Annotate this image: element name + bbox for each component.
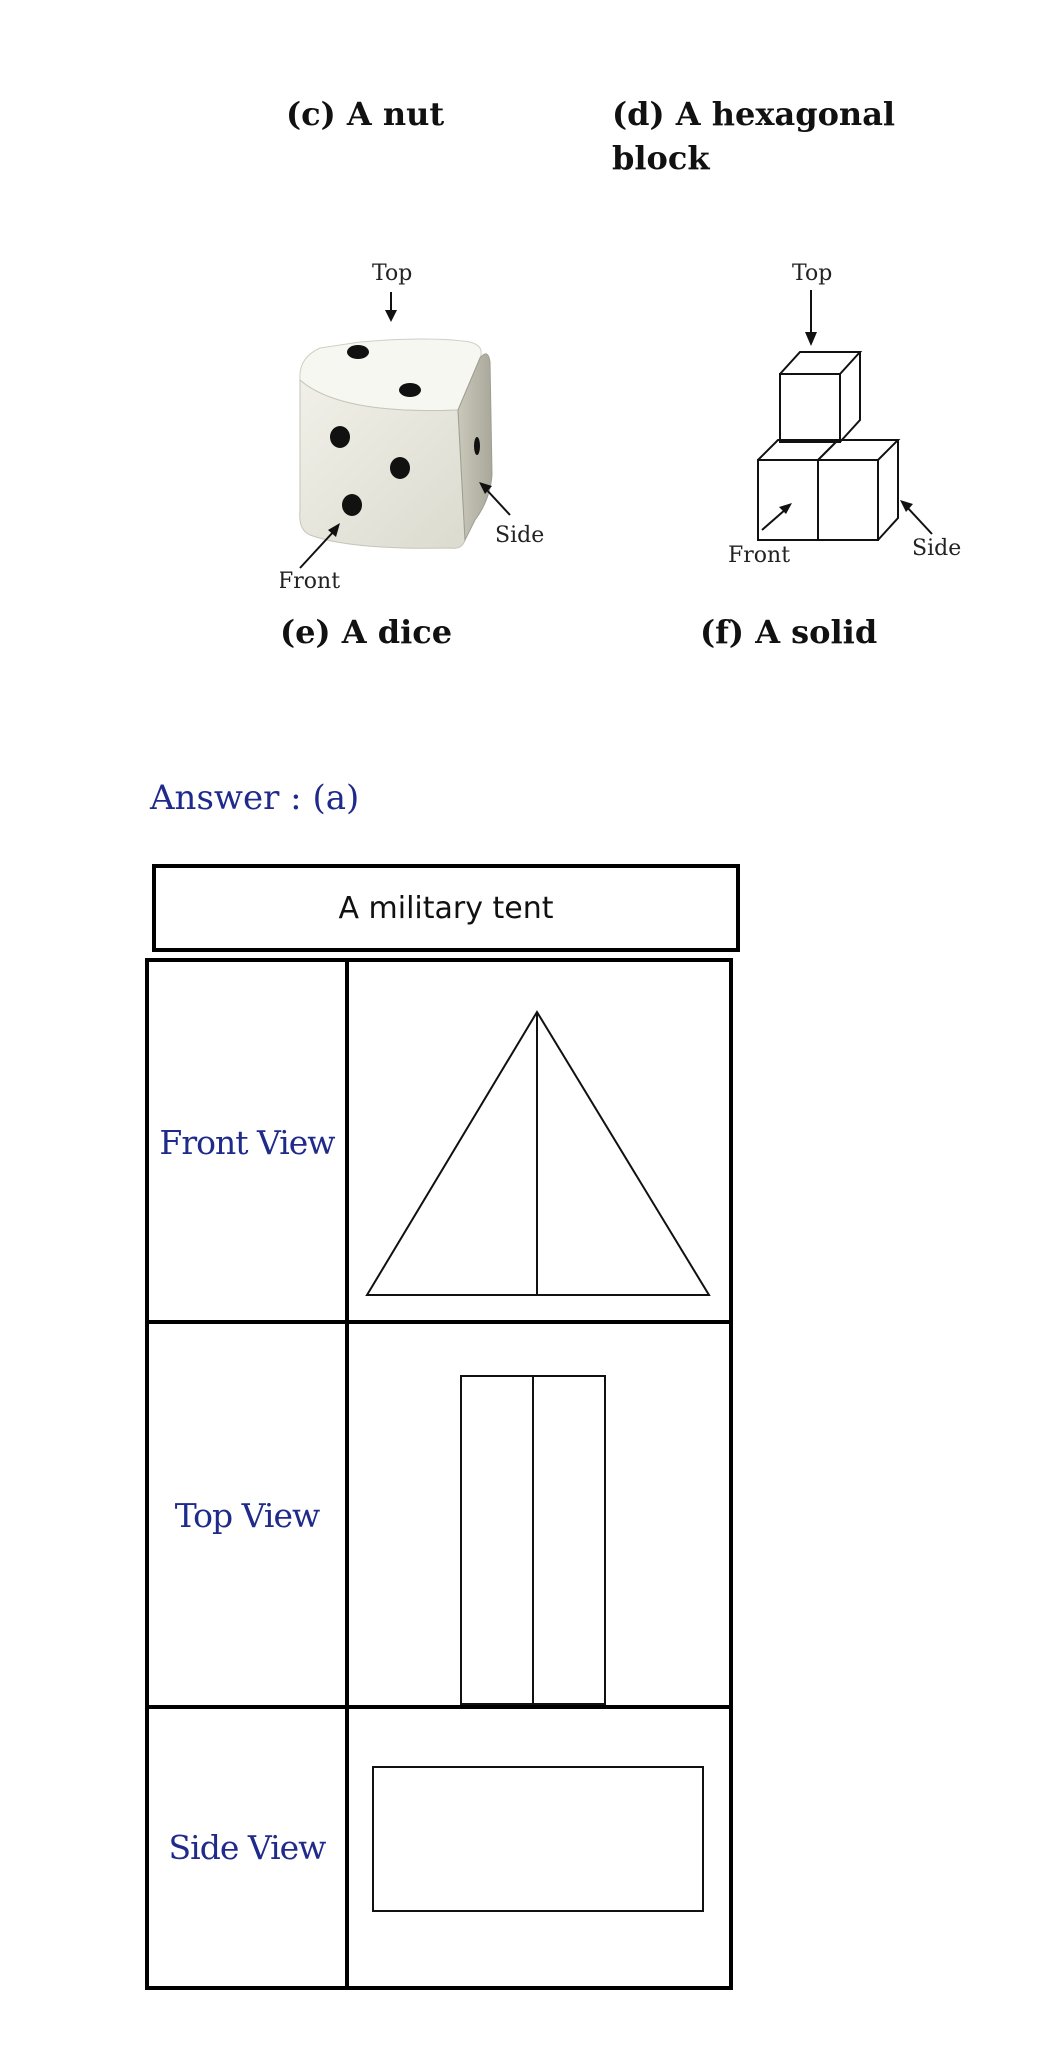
table-row-top-view: Top View — [149, 1324, 729, 1706]
row-divider — [149, 1705, 729, 1709]
side-view-label: Side View — [149, 1709, 349, 1986]
dice-pip — [347, 345, 369, 359]
solid-label-side: Side — [912, 536, 961, 561]
caption-hexagonal-block-line1: (d) A hexagonal — [612, 95, 896, 133]
front-view-triangle — [365, 1010, 711, 1296]
dice-label-top: Top — [372, 261, 412, 286]
solid-top-cube-top — [779, 351, 863, 375]
top-view-label: Top View — [149, 1324, 349, 1706]
dice-arrow-side — [484, 487, 511, 516]
row-divider — [149, 1320, 729, 1324]
solid-top-cube-side — [839, 352, 861, 443]
top-view-figure-cell — [349, 1324, 729, 1706]
solid-figure: Top Front Side — [728, 261, 961, 568]
solid-arrowhead-front — [779, 503, 792, 514]
dice-pip — [390, 457, 410, 479]
side-view-rectangle — [372, 1766, 704, 1912]
solid-bottom-mid-edge — [817, 439, 839, 461]
dice-label-front: Front — [280, 569, 340, 594]
solid-bottom-cube-left — [757, 459, 819, 541]
solid-bottom-cube-right — [817, 459, 879, 541]
dice-pip — [474, 437, 480, 455]
solid-label-top: Top — [792, 261, 832, 286]
views-table: Front View Top View Side View — [145, 958, 733, 1990]
dice-pip — [330, 426, 350, 448]
caption-hexagonal-block: (d) A hexagonal block — [612, 92, 895, 180]
table-title: A military tent — [152, 864, 740, 952]
solid-arrowhead-side — [900, 500, 913, 512]
dice-arrow-front — [299, 529, 336, 569]
dice-arrowhead-front — [328, 523, 340, 537]
solid-bottom-side — [877, 440, 899, 541]
dice-figure: Top Front Side — [280, 261, 544, 594]
solid-arrowhead-top — [805, 332, 817, 346]
top-view-rectangle — [460, 1375, 606, 1705]
dice-pip — [399, 383, 421, 397]
dice-front-face — [299, 378, 466, 549]
caption-solid: (f) A solid — [700, 613, 878, 651]
front-view-figure-cell — [349, 962, 729, 1322]
dice-pip — [342, 494, 362, 516]
dice-arrowhead-side — [479, 482, 492, 494]
caption-dice: (e) A dice — [280, 613, 453, 651]
dice-arrowhead-top — [385, 310, 397, 322]
front-view-label: Front View — [149, 962, 349, 1322]
table-row-side-view: Side View — [149, 1709, 729, 1986]
caption-hexagonal-block-line2: block — [612, 139, 710, 177]
dice-label-side: Side — [495, 523, 544, 548]
answer-text: Answer : (a) — [150, 778, 360, 818]
solid-top-cube-front — [779, 373, 841, 443]
side-view-figure-cell — [349, 1709, 729, 1986]
solid-arrow-side — [905, 505, 933, 535]
solid-arrow-front — [761, 508, 787, 531]
solid-label-front: Front — [728, 543, 790, 568]
table-row-front-view: Front View — [149, 962, 729, 1322]
caption-nut: (c) A nut — [286, 95, 445, 133]
